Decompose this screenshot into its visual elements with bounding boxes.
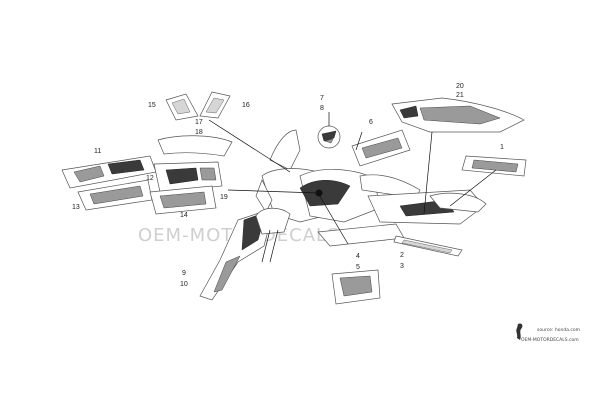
fork-decal-right	[199, 91, 231, 119]
callout-1: 1	[500, 144, 504, 151]
callout-20: 20	[456, 83, 464, 90]
callout-7: 7	[320, 95, 324, 102]
callout-2: 2	[400, 252, 404, 259]
callout-3: 3	[400, 263, 404, 270]
rear-cowl-decal	[391, 97, 525, 133]
callout-4: 4	[356, 253, 360, 260]
callout-17: 17	[195, 119, 203, 126]
source-text: source: honda.com	[537, 327, 580, 333]
side-panel-decal-11	[61, 155, 157, 189]
callouts: 1 2 3 4 5 6 7 8 9 10 11 12 13 14 15 16 1…	[72, 83, 504, 288]
lower-stripe-decal	[393, 235, 463, 257]
fork-decal-left	[165, 93, 199, 121]
honda-wing-emblem	[317, 125, 341, 149]
callout-15: 15	[148, 102, 156, 109]
callout-16: 16	[242, 102, 250, 109]
callout-8: 8	[320, 105, 324, 112]
motorcycle-outline	[255, 129, 487, 263]
source-footer: source: honda.com OEM-MOTORDECALS.com	[516, 323, 580, 343]
tank-cover-decal-14	[149, 185, 217, 215]
tank-cover-decal-18	[157, 135, 233, 157]
callout-21: 21	[456, 92, 464, 99]
leader-lines	[208, 112, 497, 245]
callout-14: 14	[180, 212, 188, 219]
callout-19: 19	[220, 194, 228, 201]
callout-18: 18	[195, 129, 203, 136]
footer-brand-text: OEM-MOTORDECALS.com	[521, 337, 579, 343]
tank-cover-decal-12	[153, 161, 223, 193]
callout-10: 10	[180, 281, 188, 288]
callout-13: 13	[72, 204, 80, 211]
lower-cowl-decal	[331, 269, 381, 305]
callout-11: 11	[94, 148, 101, 155]
callout-6: 6	[369, 119, 373, 126]
callout-12: 12	[146, 175, 154, 182]
seahorse-logo-icon	[516, 323, 523, 340]
tank-logo-decal	[351, 129, 411, 167]
callout-9: 9	[182, 270, 186, 277]
callout-5: 5	[356, 264, 360, 271]
honda-side-decal	[461, 155, 527, 177]
